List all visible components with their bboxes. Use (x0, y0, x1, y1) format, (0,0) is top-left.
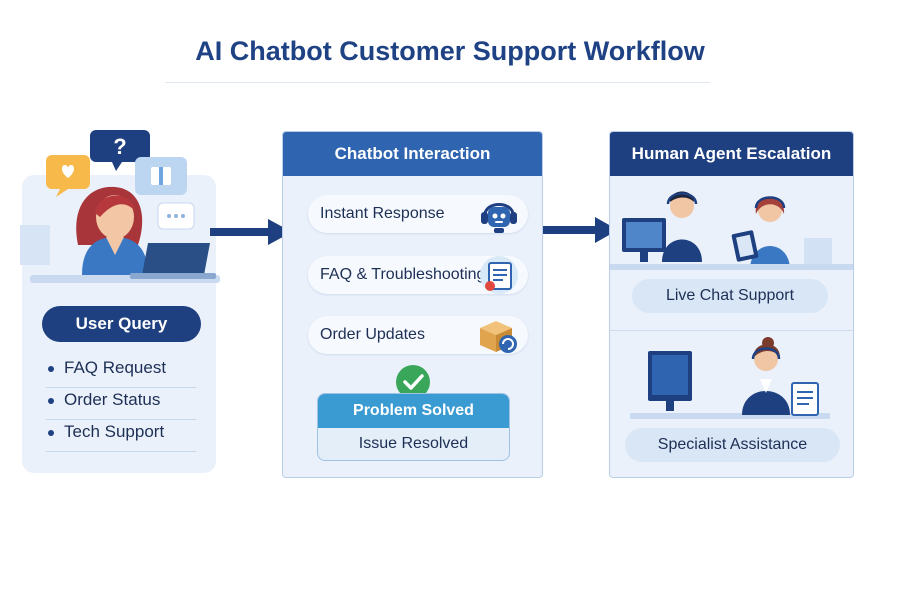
user-query-label: User Query (42, 306, 201, 342)
agent-header: Human Agent Escalation (610, 132, 853, 176)
diagram-title: AI Chatbot Customer Support Workflow (195, 36, 705, 66)
chat-bubble-icon (157, 202, 195, 230)
svg-text:?: ? (113, 134, 126, 159)
step-label: FAQ & Troubleshooting (320, 266, 486, 283)
chatbot-step-instant-response: Instant Response (308, 195, 528, 233)
problem-solved-label: Problem Solved (318, 394, 509, 428)
resolution-box: Problem Solved Issue Resolved (317, 393, 510, 461)
agent-panel: Human Agent Escalation Live Chat Support (609, 131, 854, 478)
user-query-list: FAQ Request Order Status Tech Support (46, 356, 196, 452)
user-illustration: ? (20, 130, 220, 283)
specialist-assistance-label: Specialist Assistance (625, 428, 840, 462)
live-chat-support-label: Live Chat Support (632, 279, 828, 313)
title-divider (165, 82, 710, 83)
arrow-right-icon (210, 219, 292, 245)
robot-icon (481, 203, 517, 233)
arrow-right-icon (543, 217, 618, 243)
chatbot-panel: Chatbot Interaction Instant Response FAQ… (282, 131, 543, 478)
chatbot-step-faq-troubleshooting: FAQ & Troubleshooting (308, 256, 528, 294)
chatbot-header: Chatbot Interaction (283, 132, 542, 176)
specialist-illustration (630, 337, 830, 419)
package-icon (480, 321, 517, 353)
question-bubble-icon: ? (90, 130, 150, 171)
step-label: Order Updates (320, 326, 425, 343)
list-item: FAQ Request (46, 356, 196, 388)
heart-bubble-icon (46, 155, 90, 197)
gift-bubble-icon (135, 157, 187, 195)
agent-section-divider (610, 330, 853, 331)
document-icon (480, 256, 518, 294)
chatbot-step-order-updates: Order Updates (308, 316, 528, 354)
list-item: Tech Support (46, 420, 196, 452)
checkmark-icon (396, 365, 430, 399)
agents-illustration (610, 191, 853, 270)
issue-resolved-label: Issue Resolved (358, 435, 469, 452)
step-label: Instant Response (320, 205, 445, 222)
list-item: Order Status (46, 388, 196, 420)
